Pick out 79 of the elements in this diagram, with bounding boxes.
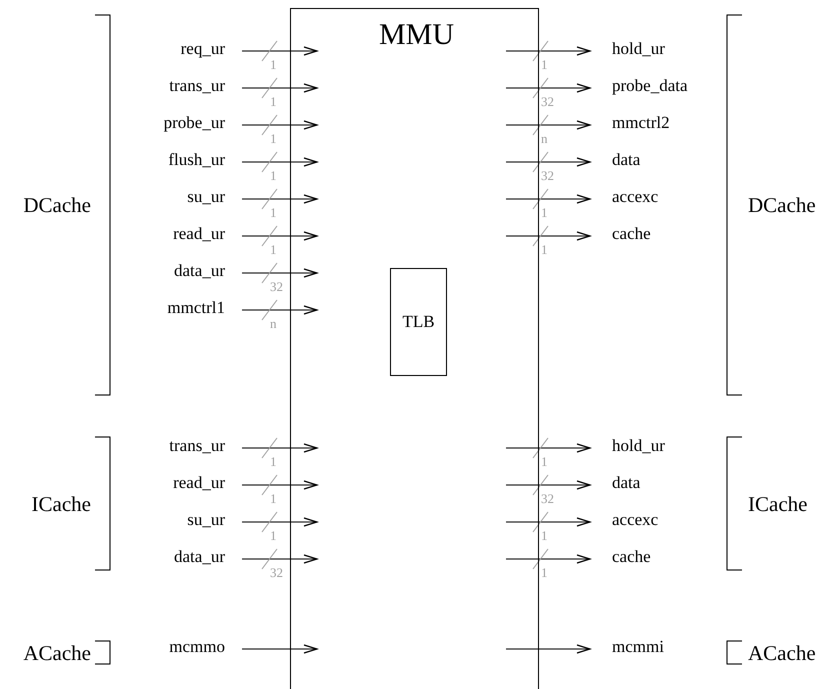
group-label: ICache: [32, 492, 91, 514]
signal-name: su_ur: [187, 509, 225, 531]
group-label: ACache: [23, 642, 91, 664]
arrow: [242, 194, 318, 204]
bus-width-label: 1: [541, 58, 548, 72]
bus-width-label: 1: [541, 243, 548, 257]
arrow: [506, 157, 591, 167]
signal-name: flush_ur: [168, 149, 225, 171]
signal-name: req_ur: [180, 38, 225, 60]
bus-width-label: 1: [270, 492, 276, 506]
bus-width-label: 32: [541, 95, 554, 109]
group-label: DCache: [748, 194, 816, 216]
mmu-block: [290, 8, 539, 689]
signal-name: mmctrl2: [612, 112, 670, 134]
bus-width-label: 32: [270, 280, 283, 294]
bus-width-label: 1: [270, 169, 276, 183]
bus-width-label: 1: [541, 529, 548, 543]
group-label: DCache: [23, 194, 91, 216]
arrow: [242, 46, 318, 56]
arrow: [506, 46, 591, 56]
bus-width-label: n: [270, 317, 276, 331]
signal-name: data_ur: [174, 260, 225, 282]
bus-width-label: n: [541, 132, 548, 146]
arrow: [242, 554, 318, 564]
bus-width-label: 32: [541, 169, 554, 183]
signal-name: data_ur: [174, 546, 225, 568]
signal-name: trans_ur: [169, 75, 225, 97]
arrow: [242, 268, 318, 278]
arrow: [242, 443, 318, 453]
signal-name: accexc: [612, 509, 658, 531]
bus-width-label: 32: [541, 492, 554, 506]
bus-width-label: 1: [270, 243, 276, 257]
signal-name: probe_data: [612, 75, 688, 97]
signal-name: read_ur: [173, 223, 225, 245]
bus-width-label: 1: [270, 132, 276, 146]
bus-width-label: 1: [541, 206, 548, 220]
arrow: [242, 157, 318, 167]
signal-name: trans_ur: [169, 435, 225, 457]
arrow: [506, 231, 591, 241]
block-title: MMU: [379, 19, 454, 51]
arrow: [242, 517, 318, 527]
group-label: ACache: [748, 642, 816, 664]
signal-name: data: [612, 472, 640, 494]
arrow: [506, 443, 591, 453]
bus-width-label: 1: [541, 566, 548, 580]
arrow: [506, 554, 591, 564]
bus-width-label: 1: [270, 95, 276, 109]
signal-name: hold_ur: [612, 435, 665, 457]
arrow: [506, 480, 591, 490]
arrow: [242, 120, 318, 130]
arrow: [506, 517, 591, 527]
signal-name: cache: [612, 546, 651, 568]
arrow: [242, 231, 318, 241]
signal-name: read_ur: [173, 472, 225, 494]
arrow: [506, 194, 591, 204]
arrow: [506, 83, 591, 93]
signal-name: mcmmo: [169, 636, 225, 658]
signal-name: mmctrl1: [167, 297, 225, 319]
arrow: [242, 83, 318, 93]
arrow: [242, 644, 318, 654]
bus-width-label: 32: [270, 566, 283, 580]
bus-width-label: 1: [270, 529, 276, 543]
signal-name: hold_ur: [612, 38, 665, 60]
signal-name: su_ur: [187, 186, 225, 208]
group-label: ICache: [748, 492, 808, 514]
arrow: [242, 480, 318, 490]
signal-name: mcmmi: [612, 636, 664, 658]
arrow: [506, 644, 591, 654]
arrow: [506, 120, 591, 130]
signal-name: probe_ur: [164, 112, 225, 134]
tlb-box: TLB: [390, 268, 447, 376]
signal-name: cache: [612, 223, 651, 245]
signal-name: accexc: [612, 186, 658, 208]
bus-width-label: 1: [541, 455, 548, 469]
bus-width-label: 1: [270, 58, 276, 72]
signal-name: data: [612, 149, 640, 171]
arrow: [242, 305, 318, 315]
bus-width-label: 1: [270, 206, 276, 220]
bus-width-label: 1: [270, 455, 276, 469]
